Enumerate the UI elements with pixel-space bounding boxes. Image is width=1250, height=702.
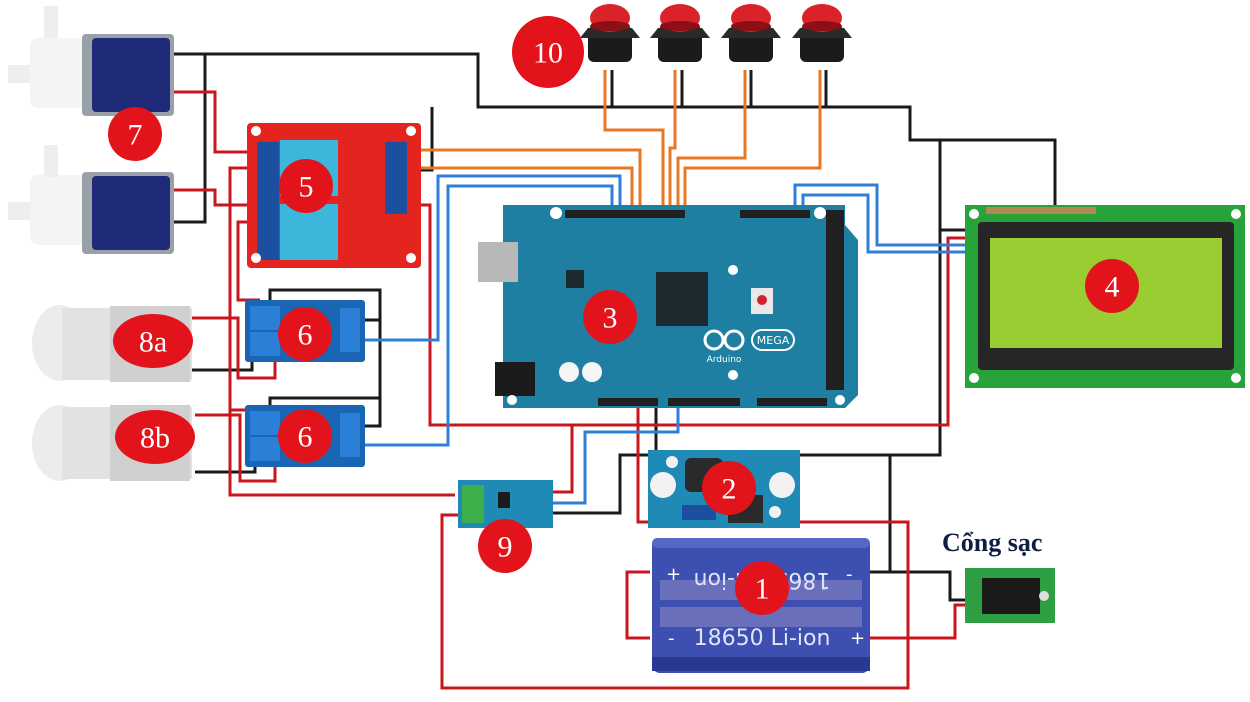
battery-terminal-minus-top: - (846, 564, 853, 585)
wire-data-driver-a (365, 174, 622, 342)
wire-ground-boost-right (888, 455, 965, 602)
svg-text:2: 2 (722, 473, 737, 506)
svg-text:3: 3 (603, 302, 618, 335)
svg-text:5: 5 (299, 171, 314, 204)
badge-7: 7 (108, 107, 162, 161)
wire-battery-series (625, 570, 650, 640)
wire-power-relay-right (418, 203, 965, 427)
charging-port[interactable] (965, 568, 1055, 623)
wire-battery-charge (868, 603, 965, 640)
badge-10: 10 (512, 16, 584, 88)
wire-data-sensor (550, 398, 680, 505)
wire-power-sensor (550, 425, 574, 494)
wire-ground-valve-bus (172, 54, 207, 224)
wire-power-valve2 (172, 188, 255, 207)
wire-power-pump-b (195, 413, 277, 483)
wire-power-valve1 (172, 90, 255, 154)
wire-ground-pump-a (190, 360, 254, 372)
svg-text:9: 9 (498, 531, 513, 564)
solenoid-valve-2 (8, 145, 174, 254)
push-button-3[interactable] (721, 4, 781, 62)
wire-power-relay-left (228, 166, 455, 497)
svg-text:8b: 8b (140, 422, 170, 455)
push-button-2[interactable] (650, 4, 710, 62)
arduino-logo-icon (703, 329, 745, 351)
badge-5: 5 (279, 159, 333, 213)
battery-terminal-minus-bottom: - (668, 628, 675, 649)
wire-ground-pump-b (195, 465, 257, 474)
badge-2: 2 (702, 461, 756, 515)
wire-ground-driver-bus2 (365, 320, 382, 428)
wire-data-driver-b (365, 184, 614, 447)
wire-button3 (676, 70, 747, 215)
wire-relay-in1 (418, 148, 642, 215)
svg-text:7: 7 (128, 119, 143, 152)
battery-terminal-plus-top: + (666, 564, 681, 585)
wire-button1 (603, 70, 665, 215)
push-buttons (580, 4, 852, 62)
wire-ground-driver-bus (268, 288, 382, 322)
badge-8b: 8b (115, 410, 195, 464)
badge-9: 9 (478, 519, 532, 573)
solenoid-valves (8, 6, 174, 254)
wire-ground-valve1 (172, 52, 1057, 230)
svg-text:6: 6 (298, 421, 313, 454)
svg-text:6: 6 (298, 319, 313, 352)
wire-lcd-sda (793, 183, 965, 247)
battery-cell-label-bottom: 18650 Li-ion (694, 626, 831, 651)
wire-power-sensor-loop (440, 513, 910, 690)
wire-button2 (668, 70, 677, 215)
wires (172, 52, 1057, 690)
voltage-sensor (458, 480, 553, 528)
wire-power-pump-a (190, 316, 277, 380)
arduino-mega: MEGA Arduino (478, 205, 858, 408)
arduino-board-text: MEGA (757, 334, 790, 347)
badge-8a: 8a (113, 314, 193, 368)
wire-button4 (683, 70, 822, 215)
wire-power-arduino-vin (636, 398, 652, 524)
badge-3: 3 (583, 290, 637, 344)
wire-lcd-scl (801, 193, 965, 254)
arduino-logo-text: Arduino (707, 355, 742, 365)
svg-text:8a: 8a (139, 326, 167, 359)
svg-text:1: 1 (755, 573, 770, 606)
svg-text:4: 4 (1105, 271, 1120, 304)
badge-6a: 6 (278, 307, 332, 361)
wire-ground-lcd (938, 140, 965, 232)
charging-port-label: Cổng sạc (942, 528, 1043, 557)
push-button-4[interactable] (792, 4, 852, 62)
wire-relay-in2 (418, 166, 634, 215)
badge-1: 1 (735, 561, 789, 615)
badge-4: 4 (1085, 259, 1139, 313)
relay-module (247, 123, 421, 268)
solenoid-valve-1 (8, 6, 174, 116)
wire-ground-right (780, 230, 942, 457)
battery-terminal-plus-bottom: + (850, 628, 865, 649)
wire-ground-arduino (550, 398, 658, 515)
badge-6b: 6 (278, 409, 332, 463)
badges: 10 7 5 3 4 8a 8b 6 (108, 16, 1139, 615)
wire-ground-btn-bus (478, 70, 614, 109)
push-button-1[interactable] (580, 4, 640, 62)
svg-text:10: 10 (533, 37, 563, 70)
